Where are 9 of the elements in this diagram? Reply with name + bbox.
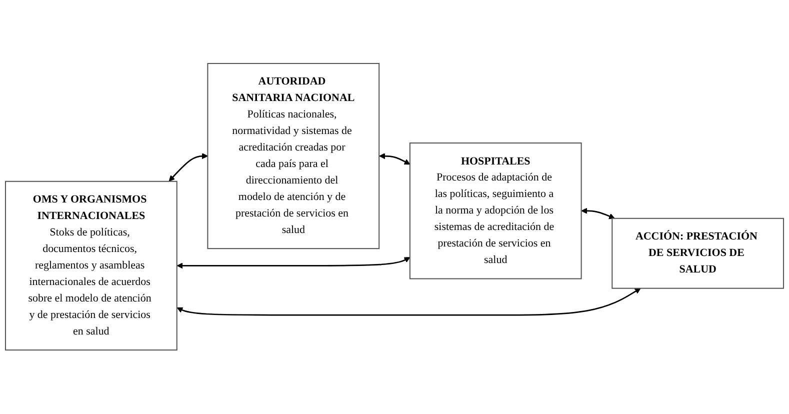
arrow [176, 288, 641, 316]
arrow [379, 153, 410, 165]
node-box: OMS Y ORGANISMOS INTERNACIONALES Stoks de políticas, documentos técnicos, reglamentos y asambleas internacionales de acuerdos sobre el modelo de atención y de prestación de servicios en salud [4, 181, 178, 351]
arrow [176, 257, 410, 269]
node-box: ACCIÓN: PRESTACIÓN DE SERVICIOS DE SALUD [612, 218, 784, 290]
arrow [168, 153, 208, 182]
arrow [581, 208, 615, 220]
node-box: HOSPITALES Procesos de adaptación de las políticas, seguimiento a la norma y adopción de los sistemas de acreditación de prestación de servicios en salud [409, 142, 582, 280]
node-box: AUTORIDAD SANITARIA NACIONAL Políticas nacionales, normatividad y sistemas de acreditación creadas por cada país para el direccionamiento del modelo de atención y de prestación de servicios en salud [207, 63, 380, 250]
